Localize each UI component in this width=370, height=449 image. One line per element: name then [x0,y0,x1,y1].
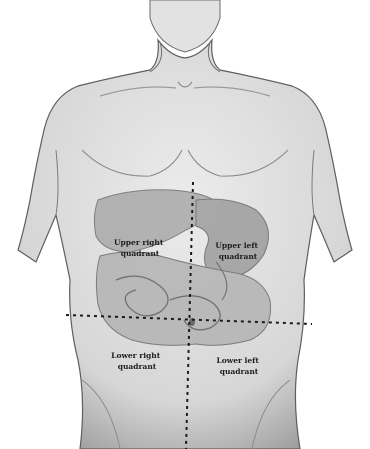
abdominal-organs [94,190,270,346]
